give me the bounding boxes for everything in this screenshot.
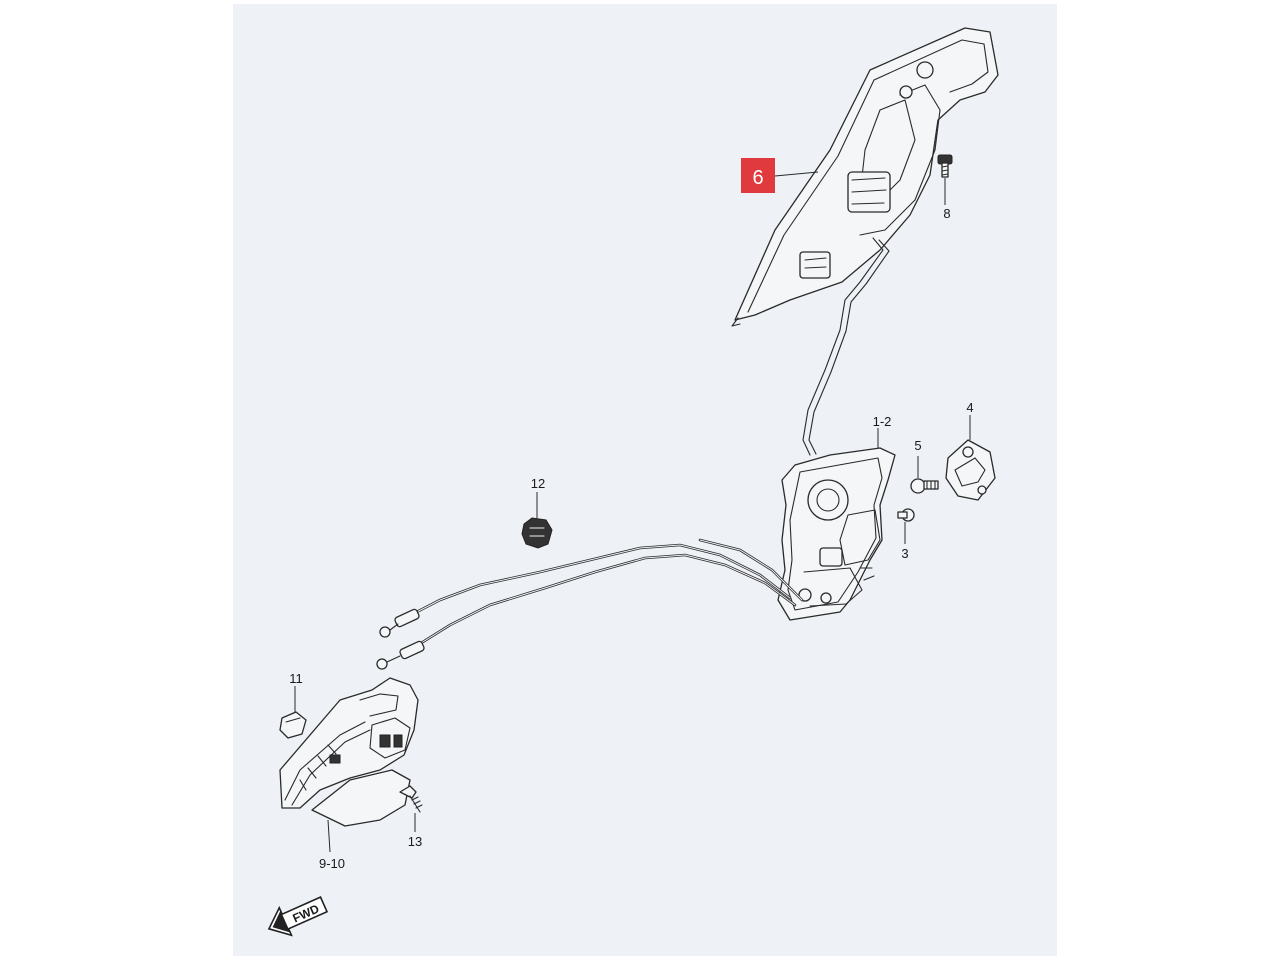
callout-9-10: 9-10 bbox=[319, 856, 345, 871]
callout-4: 4 bbox=[966, 400, 973, 415]
inner-door-handle-9-10[interactable] bbox=[279, 677, 419, 827]
bolt-8[interactable] bbox=[937, 154, 953, 178]
callout-6-box bbox=[741, 158, 775, 193]
screw-5[interactable] bbox=[910, 478, 939, 494]
leader-lines bbox=[294, 171, 971, 853]
callout-6-highlighted[interactable]: 6 bbox=[741, 158, 775, 193]
screw-13[interactable] bbox=[399, 785, 423, 813]
cable-end-upper bbox=[379, 608, 420, 638]
door-striker-4[interactable] bbox=[945, 439, 996, 501]
lock-rod bbox=[802, 237, 884, 456]
cable-end-lower bbox=[376, 640, 425, 670]
callout-5: 5 bbox=[914, 438, 921, 453]
fwd-arrow-icon: FWD bbox=[267, 896, 329, 937]
cable-clip-12[interactable] bbox=[521, 517, 553, 549]
screw-3[interactable] bbox=[897, 508, 915, 522]
callout-12: 12 bbox=[531, 476, 545, 491]
callout-6-label: 6 bbox=[752, 167, 763, 189]
lock-rod-outline bbox=[808, 239, 890, 455]
callout-11: 11 bbox=[289, 671, 303, 686]
callout-13: 13 bbox=[408, 834, 422, 849]
callout-3: 3 bbox=[901, 546, 908, 561]
door-latch-actuator[interactable] bbox=[777, 447, 896, 621]
callout-1-2: 1-2 bbox=[873, 414, 892, 429]
window-regulator-assembly[interactable] bbox=[731, 27, 999, 327]
release-cables bbox=[403, 538, 804, 652]
callout-8: 8 bbox=[943, 206, 950, 221]
clip-11[interactable] bbox=[279, 711, 307, 739]
